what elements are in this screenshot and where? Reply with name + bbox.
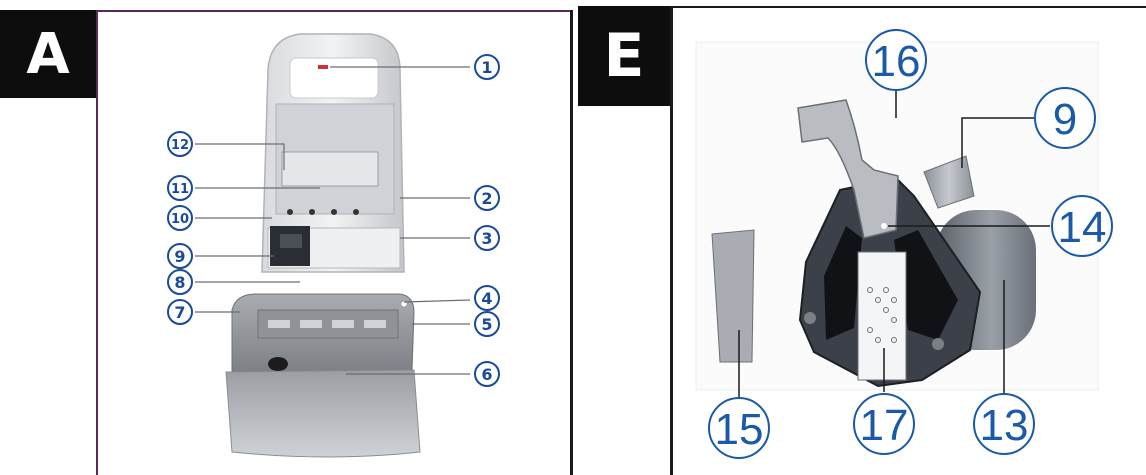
svg-text:8: 8 xyxy=(174,273,185,292)
svg-text:2: 2 xyxy=(481,189,492,208)
callout-7: 7 xyxy=(168,300,192,324)
callout-2: 2 xyxy=(475,186,499,210)
stamp-body xyxy=(262,34,404,272)
svg-text:14: 14 xyxy=(1058,203,1107,252)
callout-15: 15 xyxy=(709,398,769,458)
svg-text:5: 5 xyxy=(481,315,492,334)
svg-text:12: 12 xyxy=(171,138,189,153)
callout-8: 8 xyxy=(168,270,192,294)
callout-16: 16 xyxy=(866,30,926,90)
callout-1: 1 xyxy=(475,55,499,79)
svg-text:17: 17 xyxy=(860,401,909,450)
svg-text:9: 9 xyxy=(174,247,185,266)
callout-3: 3 xyxy=(475,226,499,250)
panel-a: A xyxy=(0,0,572,475)
stamp-device-illustration: 1 2 3 4 5 6 7 8 9 10 11 12 xyxy=(0,0,572,475)
svg-text:16: 16 xyxy=(872,37,921,86)
callout-5: 5 xyxy=(475,312,499,336)
svg-text:3: 3 xyxy=(481,229,492,248)
svg-text:15: 15 xyxy=(715,405,764,454)
svg-text:6: 6 xyxy=(481,365,492,384)
callout-14: 14 xyxy=(1052,196,1112,256)
callout-11: 11 xyxy=(168,176,192,200)
pad-15 xyxy=(712,230,754,362)
ink-cartridge-illustration: 16 9 14 15 17 13 xyxy=(578,0,1146,475)
callout-9-e: 9 xyxy=(1035,88,1095,148)
callout-6: 6 xyxy=(475,362,499,386)
callout-13: 13 xyxy=(974,394,1034,454)
callout-9: 9 xyxy=(168,244,192,268)
svg-text:13: 13 xyxy=(980,401,1029,450)
callout-12: 12 xyxy=(168,132,192,156)
svg-text:7: 7 xyxy=(174,303,185,322)
svg-text:1: 1 xyxy=(481,58,492,77)
stamp-base xyxy=(226,294,420,457)
svg-text:10: 10 xyxy=(171,212,189,227)
svg-text:11: 11 xyxy=(171,182,189,197)
svg-text:9: 9 xyxy=(1053,95,1077,144)
panel-e: E xyxy=(578,0,1146,475)
callout-17: 17 xyxy=(854,394,914,454)
svg-text:4: 4 xyxy=(481,289,492,308)
callout-10: 10 xyxy=(168,206,192,230)
callout-4: 4 xyxy=(475,286,499,310)
